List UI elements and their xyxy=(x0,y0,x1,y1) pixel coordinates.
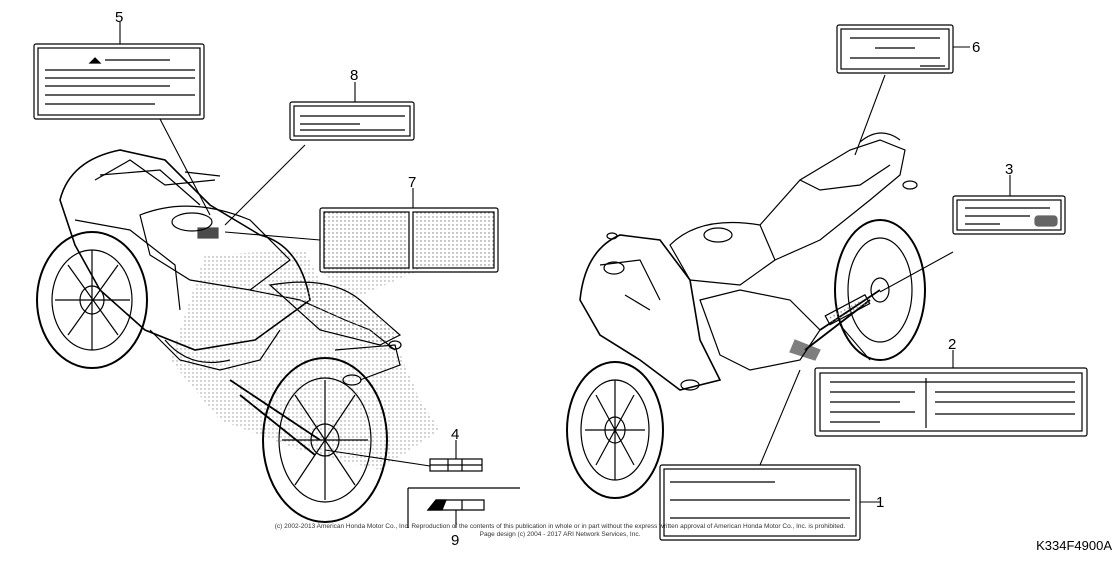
callout-9: 9 xyxy=(451,532,459,549)
part-code: K334F4900A xyxy=(1036,538,1112,553)
callout-1: 1 xyxy=(876,494,884,511)
label-8-box xyxy=(289,101,415,141)
left-motorcycle xyxy=(36,149,440,523)
copyright-line-1: (c) 2002-2013 American Honda Motor Co., … xyxy=(275,523,846,530)
label-6-box xyxy=(836,24,954,74)
leader-lines xyxy=(119,22,1011,528)
callouts: 1 2 3 4 5 6 7 8 9 xyxy=(115,9,1013,549)
callout-7: 7 xyxy=(408,174,416,191)
label-3-box xyxy=(952,195,1066,235)
callout-4: 4 xyxy=(451,426,459,443)
label-9-box xyxy=(407,487,520,528)
label-2-box xyxy=(814,367,1088,437)
callout-3: 3 xyxy=(1005,161,1013,178)
label-7-box xyxy=(319,207,499,273)
callout-5: 5 xyxy=(115,9,123,26)
label-4-box xyxy=(429,458,483,472)
copyright-line-2: Page design (c) 2004 - 2017 ARI Network … xyxy=(480,531,641,538)
callout-6: 6 xyxy=(972,39,980,56)
label-5-box xyxy=(33,43,205,120)
right-motorcycle xyxy=(566,132,926,499)
callout-8: 8 xyxy=(350,67,358,84)
callout-2: 2 xyxy=(948,336,956,353)
